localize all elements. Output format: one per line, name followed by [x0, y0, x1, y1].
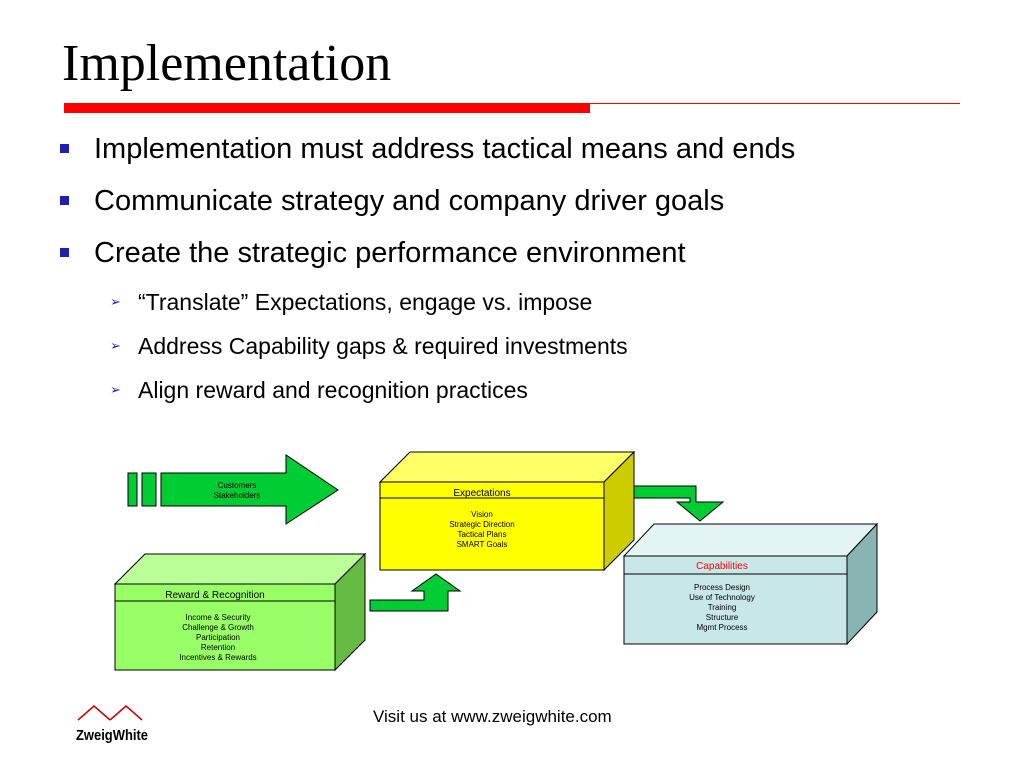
square-bullet-icon	[60, 144, 69, 153]
expectations-item: SMART Goals	[457, 540, 508, 549]
bullet-item: Implementation must address tactical mea…	[58, 126, 978, 178]
arrow-bullet-icon: ➢	[110, 294, 121, 309]
capabilities-item: Mgmt Process	[696, 623, 747, 632]
square-bullet-icon	[60, 248, 69, 257]
arrow-label: Stakeholders	[214, 491, 261, 500]
box-top	[622, 523, 879, 557]
expectations-item: Vision	[471, 510, 493, 519]
logo-icon: ZweigWhite	[76, 705, 148, 744]
bullet-item: Create the strategic performance environ…	[58, 230, 978, 282]
box-front	[114, 583, 336, 671]
bullet-text: Implementation must address tactical mea…	[94, 133, 796, 165]
capabilities-title: Capabilities	[696, 561, 748, 572]
customers-arrow: Customers Stakeholders	[127, 454, 339, 525]
bullet-list: Implementation must address tactical mea…	[58, 126, 978, 414]
title-rule-thin	[590, 103, 960, 104]
expectations-box: Expectations Vision Strategic Direction …	[378, 450, 636, 572]
zweigwhite-logo: ZweigWhite	[74, 702, 154, 752]
sub-bullet-item: ➢ “Translate” Expectations, engage vs. im…	[58, 282, 978, 326]
reward-item: Challenge & Growth	[182, 623, 254, 632]
expectations-item: Tactical Plans	[458, 530, 507, 539]
capabilities-item: Training	[708, 603, 737, 612]
reward-item: Participation	[196, 633, 240, 642]
arrow-tail-bar	[127, 472, 138, 507]
reward-item: Retention	[201, 643, 235, 652]
bullet-text: Communicate strategy and company driver …	[94, 185, 725, 217]
box-front	[623, 555, 848, 645]
reward-title: Reward & Recognition	[165, 590, 265, 601]
expectations-title: Expectations	[453, 488, 510, 499]
reward-item: Income & Security	[186, 613, 251, 622]
capabilities-box: Capabilities Process Design Use of Techn…	[622, 522, 879, 646]
reward-recognition-box: Reward & Recognition Income & Security C…	[113, 552, 367, 672]
sub-bullet-item: ➢ Align reward and recognition practices	[58, 370, 978, 414]
reward-item: Incentives & Rewards	[179, 653, 256, 662]
capabilities-item: Use of Technology	[689, 593, 755, 602]
sub-bullet-text: “Translate” Expectations, engage vs. imp…	[138, 289, 593, 315]
box-top	[378, 451, 636, 483]
expectations-to-capabilities-arrow	[633, 485, 725, 522]
bullet-text: Create the strategic performance environ…	[94, 237, 686, 269]
capabilities-item: Structure	[706, 613, 739, 622]
sub-bullet-text: Address Capability gaps & required inves…	[138, 333, 628, 359]
arrow-label: Customers	[218, 481, 257, 490]
sub-bullet-item: ➢ Address Capability gaps & required inve…	[58, 326, 978, 370]
arrow-tail-bar	[141, 472, 157, 507]
arrow-bullet-icon: ➢	[110, 338, 121, 353]
capabilities-item: Process Design	[694, 583, 750, 592]
title-rule-thick	[64, 103, 590, 113]
square-bullet-icon	[60, 196, 69, 205]
slide-title: Implementation	[62, 35, 392, 92]
arrow-body	[160, 454, 339, 525]
reward-to-expectations-arrow	[369, 573, 462, 612]
arrow-bullet-icon: ➢	[110, 382, 121, 397]
bullet-item: Communicate strategy and company driver …	[58, 178, 978, 230]
box-top	[113, 553, 367, 585]
expectations-item: Strategic Direction	[449, 520, 514, 529]
footer-link-text: Visit us at www.zweigwhite.com	[373, 707, 612, 726]
sub-bullet-text: Align reward and recognition practices	[138, 377, 528, 403]
box-front	[379, 481, 605, 571]
logo-text: ZweigWhite	[76, 727, 148, 744]
